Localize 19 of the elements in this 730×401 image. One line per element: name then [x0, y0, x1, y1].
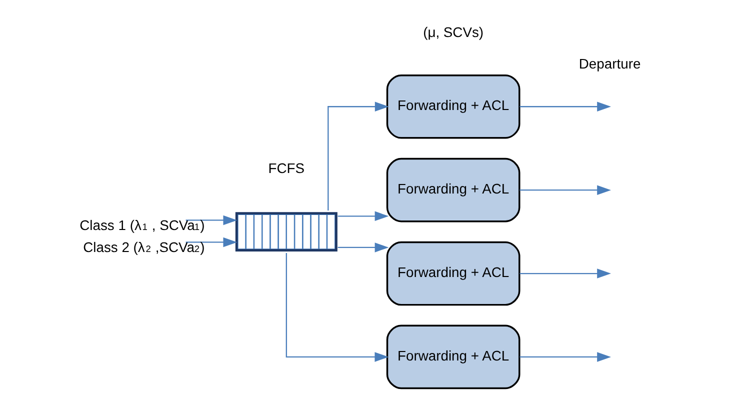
- node-box: Forwarding + ACL: [386, 158, 520, 222]
- arrow: [286, 253, 389, 362]
- node-box: Forwarding + ACL: [386, 324, 520, 390]
- edge-label: Class 1 (λ1 , SCVa1): [80, 217, 205, 234]
- arrow: [186, 237, 238, 248]
- edge-label: Class 2 (λ2 ,SCVa2): [83, 239, 205, 256]
- arrow: [520, 102, 611, 112]
- arrow: [520, 268, 611, 278]
- arrow: [520, 352, 611, 362]
- label: (μ, SCVs): [423, 24, 484, 40]
- arrow: [520, 185, 611, 195]
- label: FCFS: [268, 160, 305, 176]
- node-box: Forwarding + ACL: [386, 74, 520, 139]
- label: Departure: [578, 55, 641, 72]
- arrow: [338, 242, 389, 252]
- arrow: [328, 102, 389, 211]
- arrow: [186, 215, 238, 226]
- arrow: [338, 211, 389, 222]
- node-box: Forwarding + ACL: [386, 241, 520, 306]
